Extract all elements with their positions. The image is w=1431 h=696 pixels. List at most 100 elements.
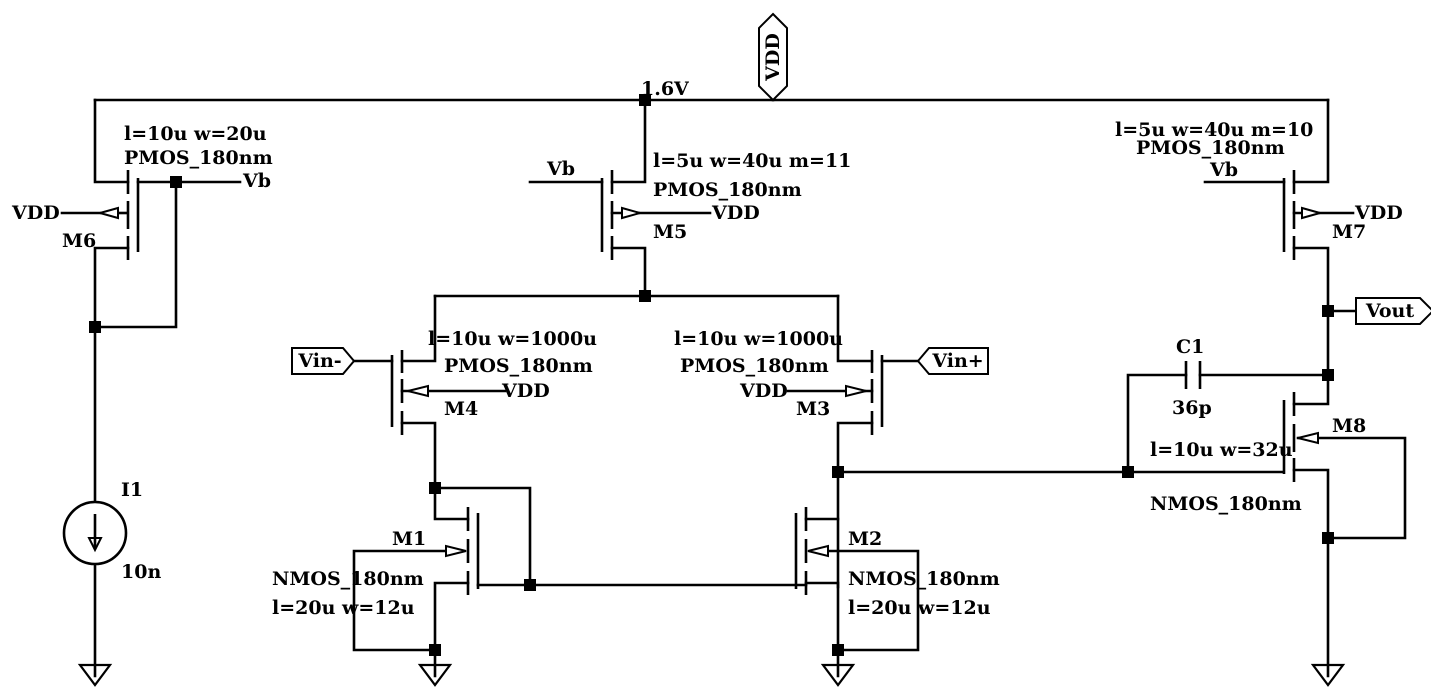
m4-drain-wire (400, 421, 437, 490)
nmos-symbol (1282, 392, 1296, 482)
vout-label: Vout (1365, 300, 1414, 322)
junction-dot (832, 466, 844, 478)
m1-params-label: l=20u w=12u (272, 597, 415, 619)
c1-left-wire (1126, 373, 1188, 474)
m7-gate-net-label: Vb (1209, 159, 1238, 181)
m1-bulk-wire (352, 549, 465, 652)
bulk-arrow-icon (1301, 206, 1324, 220)
m5-model-label: PMOS_180nm (653, 179, 802, 201)
m3-model-label: PMOS_180nm (680, 355, 829, 377)
transistor-m7[interactable] (1282, 170, 1324, 260)
pmos-symbol (390, 350, 404, 435)
m2-source-wire (804, 581, 840, 678)
m6-name-label: M6 (62, 230, 96, 252)
m6-bulk-net-label: VDD (11, 202, 60, 224)
junction-dot (1322, 305, 1334, 317)
m4-source-wire (400, 294, 437, 363)
m6-model-label: PMOS_180nm (124, 147, 273, 169)
m1-name-label: M1 (392, 528, 426, 550)
m1-drain-wire (433, 486, 470, 521)
m7-params-label: l=5u w=40u m=10 (1115, 119, 1313, 141)
bulk-arrow-icon (1297, 431, 1319, 445)
ground-symbols (77, 663, 1346, 687)
m6-params-label: l=10u w=20u (124, 123, 267, 145)
junction-dot (1322, 532, 1334, 544)
port-vdd[interactable]: VDD (758, 12, 788, 102)
m5-source-wire (610, 98, 647, 184)
capacitor-c1[interactable] (1184, 361, 1202, 389)
nmos-symbol (466, 507, 480, 595)
bulk-arrow-icon (621, 206, 644, 220)
port-vin-minus[interactable]: Vin- (291, 347, 356, 375)
m8-bulk-wire (1296, 436, 1407, 540)
m2-name-label: M2 (848, 528, 882, 550)
ground-icon (77, 663, 113, 687)
transistor-m5[interactable] (600, 170, 644, 260)
m5-name-label: M5 (653, 221, 687, 243)
m6-drain-wire (93, 246, 130, 678)
m2-model-label: NMOS_180nm (848, 568, 1000, 590)
m6-diode-wire (93, 180, 178, 329)
vdd-port-label: VDD (762, 33, 784, 82)
pmos-symbol (126, 170, 140, 260)
m3-drain-wire (836, 421, 874, 589)
m7-bulk-net-label: VDD (1354, 202, 1403, 224)
vin-plus-port-flag (916, 347, 989, 375)
m3-bulk-net-label: VDD (739, 380, 788, 402)
m5-bulk-net-label: VDD (711, 202, 760, 224)
bulk-arrow-icon (96, 206, 119, 220)
c1-name-label: C1 (1176, 336, 1204, 358)
m4-name-label: M4 (444, 398, 478, 420)
bulk-arrow-icon (407, 384, 429, 398)
m7-name-label: M7 (1332, 221, 1366, 243)
m5-params-label: l=5u w=40u m=11 (653, 150, 851, 172)
port-vout[interactable]: Vout (1355, 297, 1431, 325)
labels: 1.6V l=10u w=20u PMOS_180nm Vb VDD M6 Vb… (11, 78, 1403, 619)
junction-dot (1122, 466, 1134, 478)
vin-minus-port-flag (291, 347, 356, 375)
junction-dot (1322, 369, 1334, 381)
current-source-i1[interactable] (62, 500, 128, 566)
port-vin-plus[interactable]: Vin+ (916, 347, 989, 375)
m3-name-label: M3 (796, 398, 830, 420)
m3-source-wire (836, 294, 874, 363)
junction-dot (89, 321, 101, 333)
transistor-m3[interactable] (845, 350, 884, 435)
i1-name-label: I1 (121, 479, 143, 501)
i1-value-label: 10n (121, 561, 161, 583)
transistor-m8[interactable] (1282, 392, 1319, 482)
m1-model-label: NMOS_180nm (272, 568, 424, 590)
m3-params-label: l=10u w=1000u (674, 328, 843, 350)
bulk-arrow-icon (845, 384, 867, 398)
bulk-arrow-icon (807, 544, 829, 558)
m5-drain-wire (610, 246, 647, 298)
m4-bulk-net-label: VDD (501, 380, 550, 402)
m5-gate-net-label: Vb (546, 158, 575, 180)
m6-source-wire (93, 98, 130, 184)
junction-dot (429, 644, 441, 656)
ground-icon (820, 663, 856, 687)
transistor-m1[interactable] (445, 507, 480, 595)
transistor-m4[interactable] (390, 350, 429, 435)
m4-params-label: l=10u w=1000u (428, 328, 597, 350)
m2-bulk-wire (809, 549, 920, 652)
junctions (89, 94, 1334, 656)
junction-dot (639, 94, 651, 106)
c1-value-label: 36p (1172, 397, 1212, 419)
arrow-down-icon (87, 537, 103, 553)
vin-plus-label: Vin+ (931, 350, 983, 372)
pmos-symbol (1282, 170, 1296, 260)
m8-params-label: l=10u w=32u (1150, 439, 1293, 461)
junction-dot (832, 644, 844, 656)
capacitor-plates (1184, 361, 1202, 389)
supply-voltage-label: 1.6V (641, 78, 690, 100)
transistor-m2[interactable] (794, 507, 829, 595)
pmos-symbol (600, 170, 614, 260)
m7-drain-wire (1292, 246, 1330, 406)
m7-source-wire (1292, 98, 1330, 184)
pmos-symbol (870, 350, 884, 435)
junction-dot (639, 290, 651, 302)
m8-source-wire (1292, 468, 1330, 678)
transistor-m6[interactable] (96, 170, 140, 260)
